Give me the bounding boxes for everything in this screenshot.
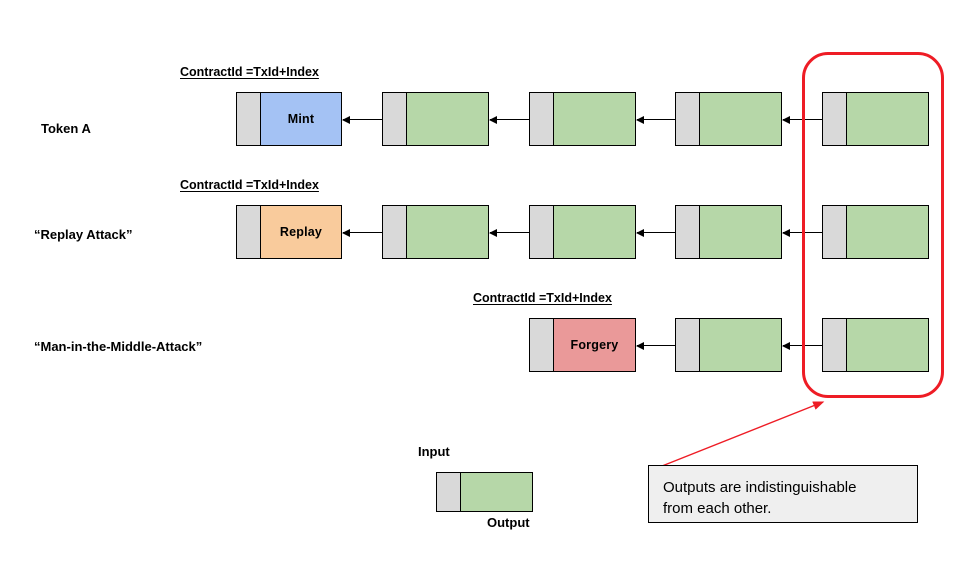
utxo-box-r2-c3[interactable] [529,205,636,259]
arrow-r2-c4-to-c3 [636,228,675,237]
utxo-output-segment [554,206,635,258]
utxo-output-segment [407,206,488,258]
arrow-r3-c2-to-c1 [636,341,675,350]
contract-id-caption-row-3: ContractId =TxId+Index [473,291,612,305]
utxo-label-replay: Replay [279,225,323,239]
legend-input-label: Input [418,444,450,459]
highlight-outputs-region [802,52,944,398]
utxo-box-r2-c5[interactable] [822,205,929,259]
utxo-output-segment [554,93,635,145]
callout-box: Outputs are indistinguishable from each … [648,465,918,523]
utxo-input-segment [676,206,700,258]
utxo-box-r1-c4[interactable] [675,92,782,146]
legend-output-segment [461,473,532,511]
utxo-output-segment [847,319,928,371]
arrow-r1-c4-to-c3 [636,115,675,124]
utxo-output-segment [700,93,781,145]
utxo-output-segment: Forgery [554,319,635,371]
legend-output-label: Output [487,515,530,530]
utxo-input-segment [383,93,407,145]
utxo-box-r1-c2[interactable] [382,92,489,146]
utxo-output-segment [700,319,781,371]
utxo-input-segment [823,93,847,145]
utxo-box-r2-c2[interactable] [382,205,489,259]
utxo-input-segment [383,206,407,258]
utxo-input-segment [530,206,554,258]
utxo-box-mint[interactable]: Mint [236,92,342,146]
utxo-input-segment [676,93,700,145]
utxo-input-segment [823,206,847,258]
utxo-box-r1-c3[interactable] [529,92,636,146]
legend-input-segment [437,473,461,511]
utxo-box-r1-c5[interactable] [822,92,929,146]
row-label-replay-attack: “Replay Attack” [34,227,133,242]
utxo-output-segment: Replay [261,206,341,258]
row-label-man-in-the-middle-attack: “Man-in-the-Middle-Attack” [34,339,203,354]
utxo-label-mint: Mint [287,112,315,126]
utxo-box-r2-c4[interactable] [675,205,782,259]
utxo-input-segment [237,93,261,145]
utxo-box-r3-c2[interactable] [675,318,782,372]
arrow-r1-c2-to-c1 [342,115,382,124]
arrow-r1-c3-to-c2 [489,115,529,124]
contract-id-caption-row-1: ContractId =TxId+Index [180,65,319,79]
utxo-output-segment [847,206,928,258]
utxo-box-r3-c3[interactable] [822,318,929,372]
utxo-box-replay[interactable]: Replay [236,205,342,259]
utxo-input-segment [530,319,554,371]
utxo-input-segment [530,93,554,145]
callout-text: Outputs are indistinguishable from each … [663,479,857,517]
utxo-input-segment [823,319,847,371]
utxo-output-segment [700,206,781,258]
utxo-output-segment: Mint [261,93,341,145]
utxo-output-segment [847,93,928,145]
utxo-label-forgery: Forgery [570,338,619,352]
legend-utxo-box [436,472,533,512]
arrow-r2-c3-to-c2 [489,228,529,237]
row-label-token-a: Token A [41,121,91,136]
utxo-input-segment [237,206,261,258]
utxo-output-segment [407,93,488,145]
contract-id-caption-row-2: ContractId =TxId+Index [180,178,319,192]
arrow-r2-c2-to-c1 [342,228,382,237]
utxo-box-forgery[interactable]: Forgery [529,318,636,372]
utxo-input-segment [676,319,700,371]
